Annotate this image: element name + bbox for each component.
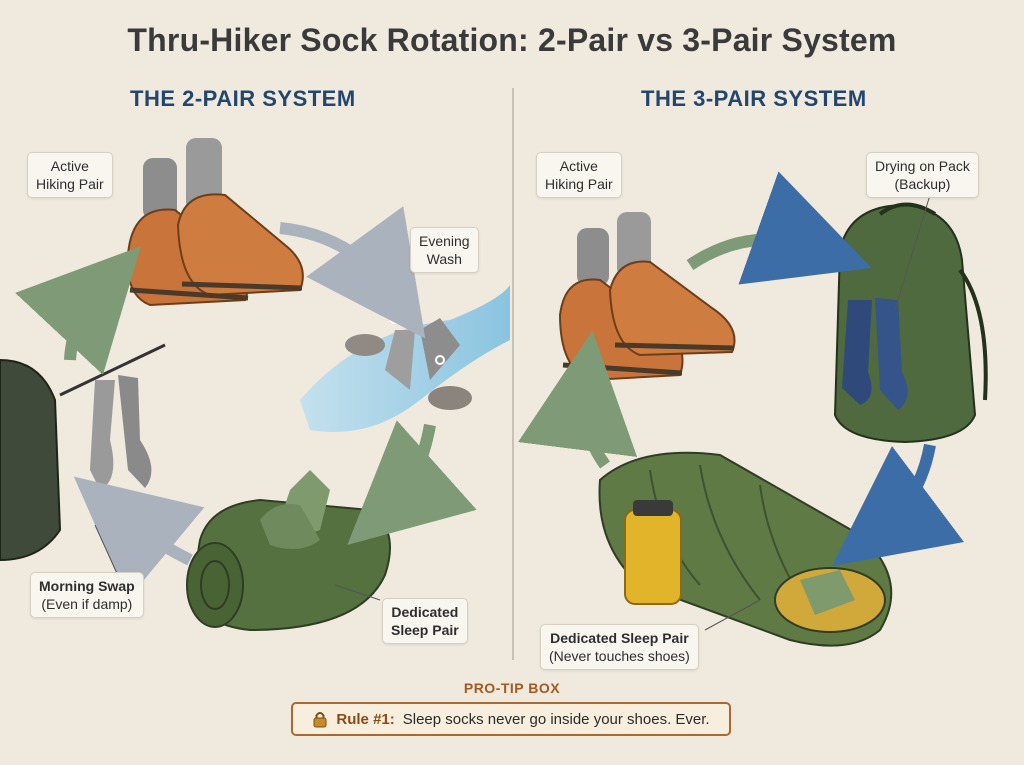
label-left-active: Active Hiking Pair [27, 152, 113, 198]
lock-icon [313, 712, 327, 728]
right-heading: THE 3-PAIR SYSTEM [641, 86, 867, 111]
page-title: Thru-Hiker Sock Rotation: 2-Pair vs 3-Pa… [127, 22, 897, 58]
arrow-morning-to-active [15, 246, 141, 375]
pro-tip-heading: PRO-TIP BOX [463, 680, 561, 696]
rule-text: Sleep socks never go inside your shoes. … [402, 710, 710, 728]
arrow-active-to-wash [279, 206, 426, 339]
label-left-wash: Evening Wash [410, 227, 479, 273]
arrow-sleep-to-active [518, 330, 638, 469]
pro-tip-box: Rule #1: Sleep socks never go inside you… [291, 702, 731, 736]
arrow-wash-to-sleep [347, 420, 477, 545]
right-backpack [833, 202, 988, 444]
left-wash-stream [300, 285, 510, 432]
left-hiking-shoes [126, 138, 304, 307]
left-heading: THE 2-PAIR SYSTEM [130, 86, 356, 111]
label-drying-on-pack: Drying on Pack (Backup) [866, 152, 979, 198]
left-backpack [0, 343, 166, 562]
left-sleep-roll [186, 470, 391, 632]
arrow-active-to-drying [686, 171, 872, 285]
right-dry-bag [624, 500, 682, 605]
label-left-sleep: Dedicated Sleep Pair [382, 598, 468, 644]
label-morning-swap: Morning Swap (Even if damp) [30, 572, 144, 618]
right-sleeping-bag [598, 451, 893, 647]
column-divider [512, 88, 514, 660]
label-right-active: Active Hiking Pair [536, 152, 622, 198]
label-right-sleep: Dedicated Sleep Pair (Never touches shoe… [540, 624, 699, 670]
rule-label: Rule #1: [336, 710, 395, 728]
arrow-drying-to-sleep [832, 443, 965, 567]
arrow-sleep-to-morning [73, 476, 205, 600]
right-hiking-shoes [558, 212, 736, 382]
